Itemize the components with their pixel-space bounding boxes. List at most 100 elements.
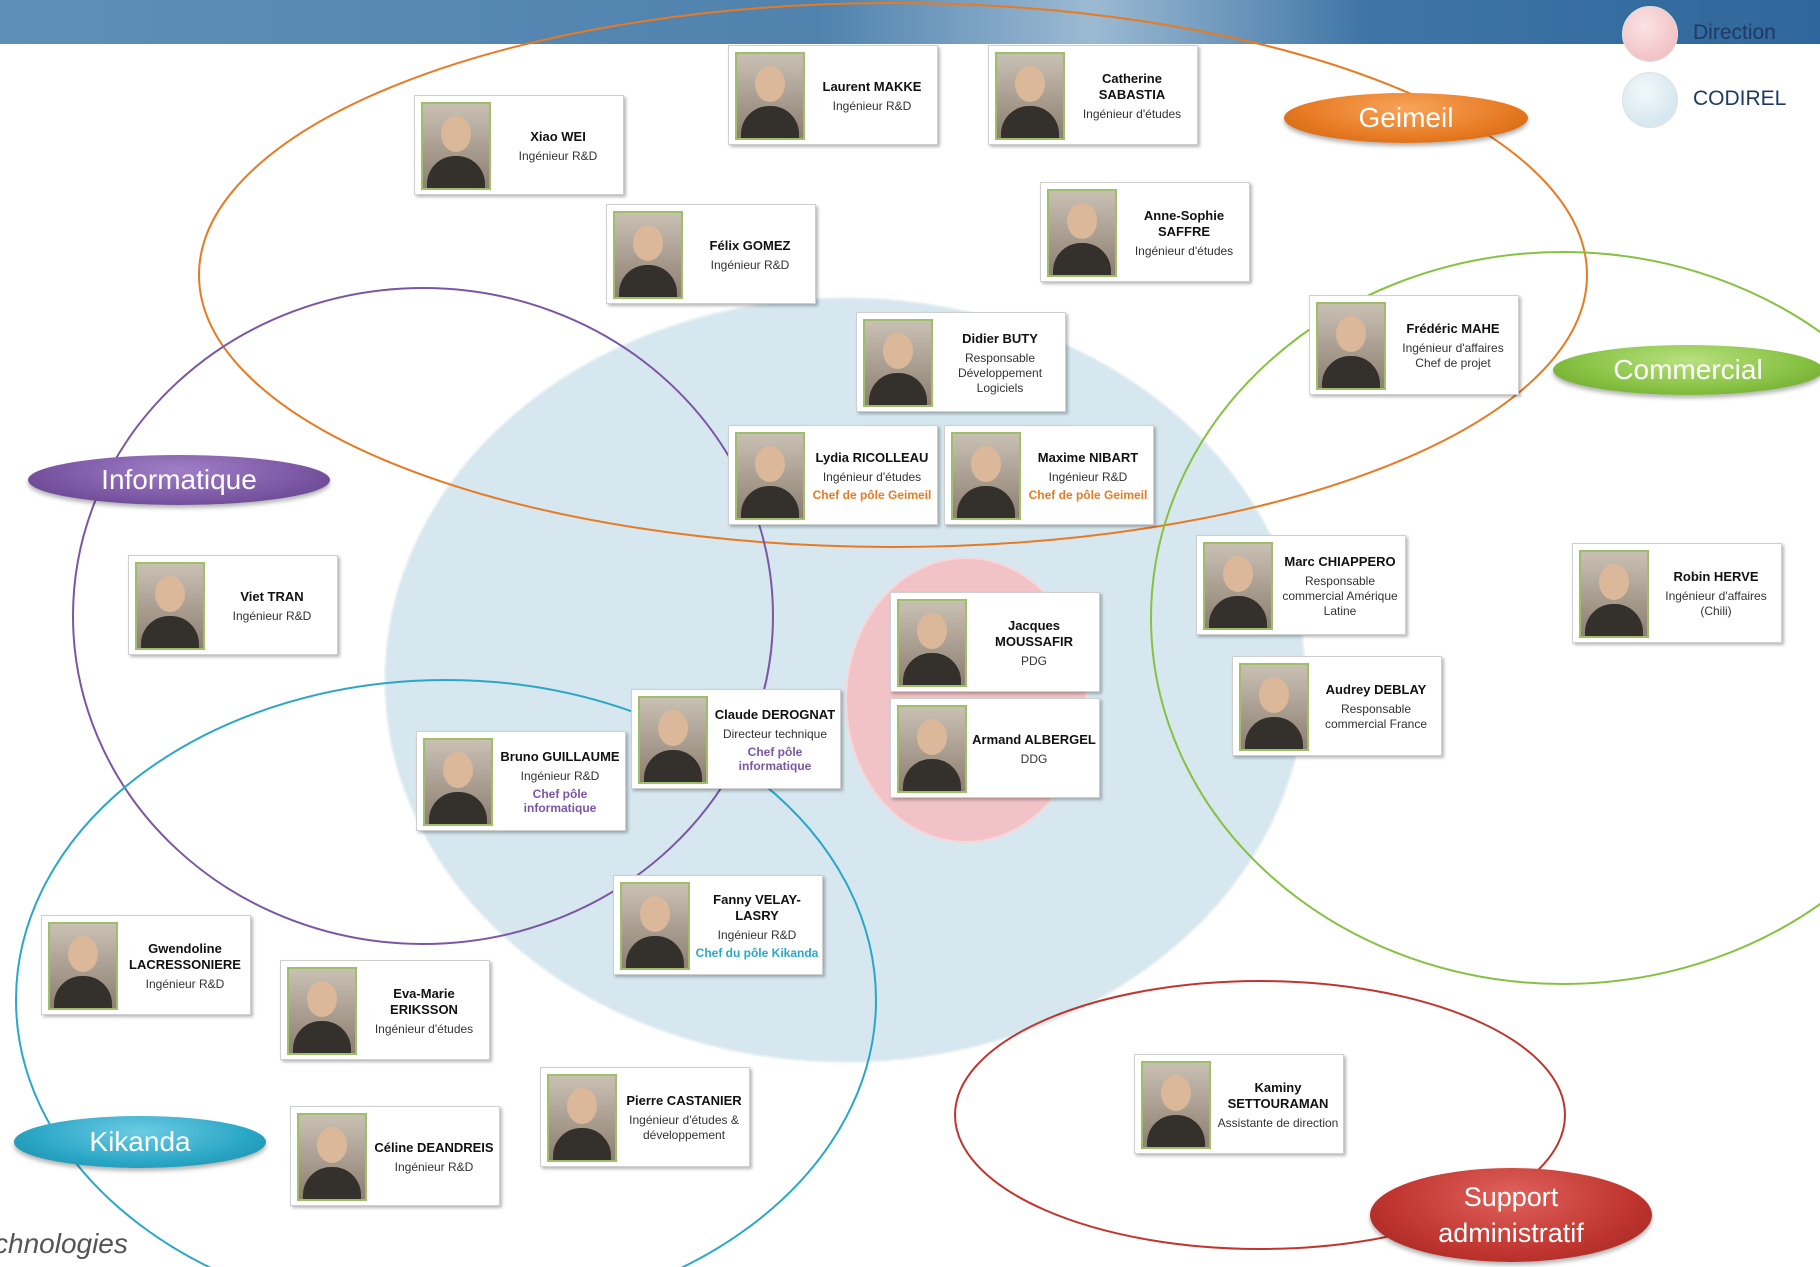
legend-codirel-label: CODIREL (1693, 87, 1787, 110)
person-role: Ingénieur R&D (717, 928, 797, 942)
person-role: Directeur technique (722, 727, 828, 741)
kikanda-ellipse (15, 679, 877, 1267)
person-role: DDG (1020, 751, 1048, 766)
person-card: Bruno GUILLAUME Ingénieur R&D Chef pôle in… (416, 731, 626, 831)
person-role: PDG (1020, 653, 1047, 668)
person-photo (735, 432, 805, 520)
person-extra-role: Chef de pôle Geimeil (812, 488, 932, 502)
geimeil-ellipse (198, 2, 1588, 548)
person-name: Jacques MOUSSAFIR (995, 617, 1073, 649)
person-photo (297, 1113, 367, 1201)
support-label: Support administratif (1370, 1168, 1652, 1262)
person-photo (897, 599, 967, 687)
codirel-zone (384, 297, 1306, 1063)
person-photo (951, 432, 1021, 520)
person-name: Kaminy SETTOURAMAN (1227, 1079, 1329, 1111)
person-role: Ingénieur R&D (520, 769, 600, 783)
person-card: Viet TRAN Ingénieur R&D (128, 555, 338, 655)
person-card: Jacques MOUSSAFIR PDG (890, 592, 1100, 692)
person-name: Laurent MAKKE (822, 78, 922, 94)
commercial-ellipse (1150, 251, 1820, 985)
person-photo (1239, 663, 1309, 751)
person-role: Ingénieur R&D (518, 148, 598, 163)
person-card: Kaminy SETTOURAMAN Assistante de directio… (1134, 1054, 1344, 1154)
kikanda-label: Kikanda (14, 1116, 266, 1168)
person-role: Ingénieur d'études (1082, 106, 1182, 121)
person-photo (1579, 550, 1649, 638)
geimeil-label: Geimeil (1284, 93, 1528, 143)
person-card: Céline DEANDREIS Ingénieur R&D (290, 1106, 500, 1206)
person-photo (735, 52, 805, 140)
person-photo (1203, 542, 1273, 630)
person-role: Ingénieur R&D (232, 608, 312, 623)
person-photo (421, 102, 491, 190)
person-role: Ingénieur d'études (822, 470, 922, 484)
legend-codirel-swatch (1622, 72, 1678, 128)
person-photo (620, 882, 690, 970)
person-card: Pierre CASTANIER Ingénieur d'études & dév… (540, 1067, 750, 1167)
person-name: Pierre CASTANIER (626, 1093, 742, 1108)
person-name: Marc CHIAPPERO (1284, 553, 1396, 569)
person-role: Ingénieur R&D (832, 98, 912, 113)
person-card: Anne-Sophie SAFFRE Ingénieur d'études (1040, 182, 1250, 282)
person-card: Armand ALBERGEL DDG (890, 698, 1100, 798)
person-name: Viet TRAN (240, 588, 304, 604)
person-photo (423, 738, 493, 826)
header-banner (0, 0, 1820, 44)
footer-text: chnologies (0, 1228, 128, 1259)
commercial-label: Commercial (1553, 345, 1820, 395)
person-name: Maxime NIBART (1037, 450, 1139, 465)
person-photo (1047, 189, 1117, 277)
person-card: Laurent MAKKE Ingénieur R&D (728, 45, 938, 145)
person-name: Eva-Marie ERIKSSON (390, 985, 458, 1017)
person-card: Gwendoline LACRESSONIERE Ingénieur R&D (41, 915, 251, 1015)
person-extra-role: Chef du pôle Kikanda (695, 946, 819, 960)
person-name: Bruno GUILLAUME (500, 749, 620, 764)
person-card: Félix GOMEZ Ingénieur R&D (606, 204, 816, 304)
person-photo (1141, 1061, 1211, 1149)
person-role: Assistante de direction (1217, 1115, 1339, 1130)
person-name: Gwendoline LACRESSONIERE (129, 940, 241, 972)
person-photo (48, 922, 118, 1010)
person-name: Catherine SABASTIA (1098, 70, 1166, 102)
person-role: Ingénieur d'études & développement (629, 1113, 739, 1142)
person-card: Maxime NIBART Ingénieur R&D Chef de pôle G… (944, 425, 1154, 525)
person-photo (638, 696, 708, 784)
informatique-label: Informatique (28, 455, 330, 505)
person-photo (995, 52, 1065, 140)
person-role: Ingénieur R&D (710, 257, 790, 272)
legend-direction-label: Direction (1693, 21, 1776, 44)
person-photo (613, 211, 683, 299)
person-card: Catherine SABASTIA Ingénieur d'études (988, 45, 1198, 145)
person-name: Claude DEROGNAT (714, 707, 836, 722)
person-photo (897, 705, 967, 793)
person-photo (863, 319, 933, 407)
person-photo (287, 967, 357, 1055)
person-name: Anne-Sophie SAFFRE (1143, 207, 1225, 239)
person-name: Fanny VELAY-LASRY (713, 892, 801, 923)
person-photo (135, 562, 205, 650)
person-role: Ingénieur R&D (145, 976, 225, 991)
person-name: Céline DEANDREIS (374, 1139, 494, 1155)
person-role: Ingénieur R&D (1048, 470, 1128, 484)
person-name: Frédéric MAHE (1406, 321, 1500, 336)
person-photo (547, 1074, 617, 1162)
person-name: Armand ALBERGEL (972, 731, 1096, 747)
person-name: Félix GOMEZ (709, 237, 791, 253)
person-extra-role: Chef de pôle Geimeil (1028, 488, 1148, 502)
person-role: Responsable Développement Logiciels (957, 350, 1043, 395)
person-extra-role: Chef pôle informatique (523, 787, 597, 815)
person-role: Ingénieur R&D (394, 1159, 474, 1174)
person-name: Lydia RICOLLEAU (815, 450, 929, 465)
informatique-ellipse (72, 287, 774, 945)
person-role: Ingénieur d'études (1134, 243, 1234, 258)
